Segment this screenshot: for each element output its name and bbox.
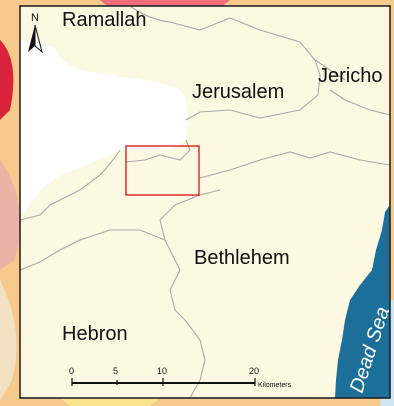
scale-tick-10: 10 [157, 366, 167, 376]
study-area-box [125, 145, 200, 196]
scale-tick-20: 20 [249, 366, 259, 376]
label-hebron: Hebron [62, 323, 128, 345]
label-ramallah: Ramallah [62, 9, 146, 31]
scale-tick-5: 5 [113, 366, 118, 376]
scale-bar: 0 5 10 20 Kilometers [69, 366, 292, 389]
scale-unit: Kilometers [258, 382, 292, 389]
boundaries [19, 5, 391, 399]
map-border [19, 5, 391, 399]
map-frame [19, 5, 391, 399]
label-jerusalem: Jerusalem [192, 81, 284, 103]
built-up-area [20, 40, 188, 215]
label-jericho: Jericho [318, 65, 382, 87]
label-bethlehem: Bethlehem [194, 247, 290, 269]
scale-tick-0: 0 [69, 366, 74, 376]
dead-sea [335, 205, 390, 398]
north-label: N [31, 12, 39, 24]
north-arrow-icon: N [28, 12, 43, 54]
